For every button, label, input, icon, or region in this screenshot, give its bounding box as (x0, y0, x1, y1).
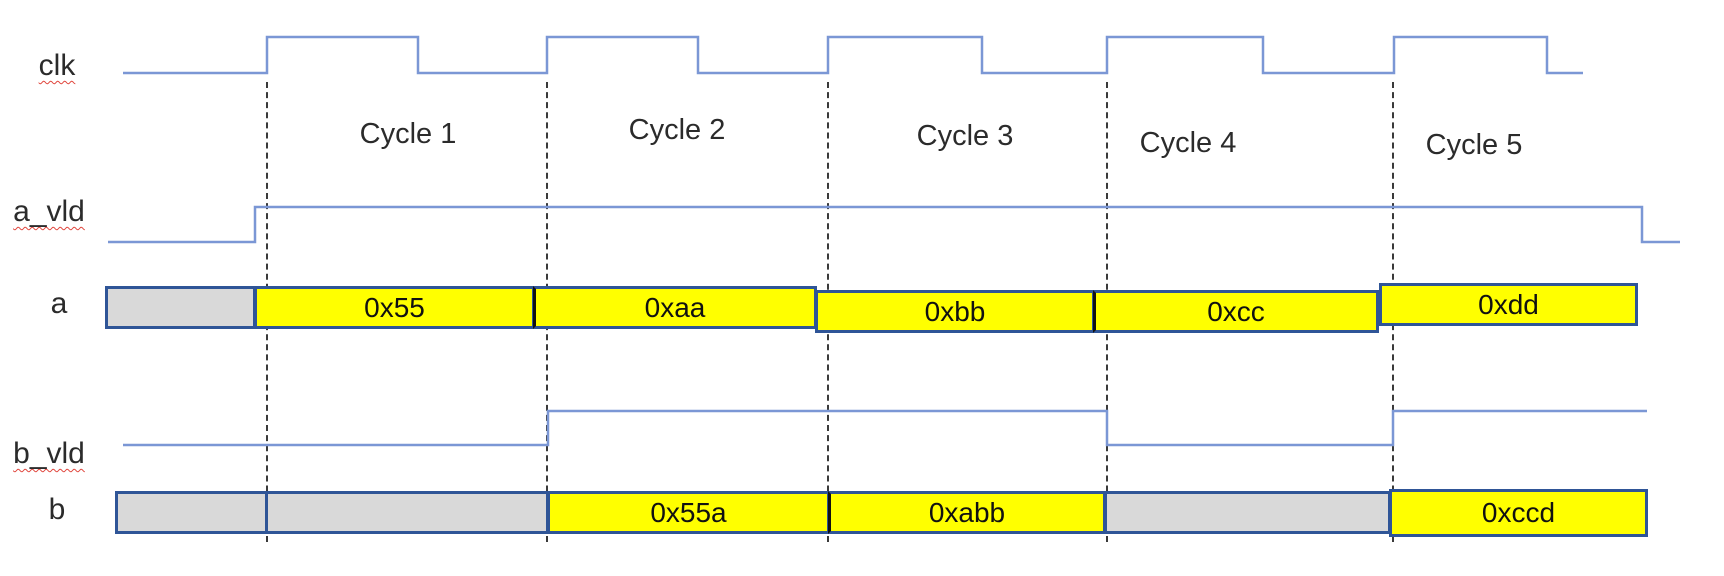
bus-a-value-4: 0xcc (1207, 295, 1265, 327)
bus-b-value-2: 0x55a (650, 496, 727, 528)
bus-a-value-2: 0xaa (644, 291, 706, 323)
clk-waveform (123, 35, 1583, 75)
bus-b-segment-0xabb: 0xabb (828, 491, 1106, 534)
cycle-label-4: Cycle 4 (1139, 127, 1237, 159)
cycle-label-1: Cycle 1 (359, 118, 457, 150)
bus-a-segment-0xcc: 0xcc (1093, 290, 1379, 333)
cycle-label-5: Cycle 5 (1425, 129, 1523, 161)
cycle-label-2: Cycle 2 (628, 114, 726, 146)
bus-a-segment-0x55: 0x55 (254, 286, 535, 329)
signal-label-b: b (48, 493, 66, 526)
bus-a-value-1: 0x55 (364, 291, 425, 323)
b-vld-waveform (123, 409, 1647, 447)
cycle-label-3: Cycle 3 (916, 120, 1014, 152)
bus-a-segment-0xbb: 0xbb (815, 290, 1095, 333)
bus-a-segment-unknown (105, 286, 256, 329)
bus-b-value-5: 0xccd (1481, 497, 1556, 528)
bus-b-segment-unknown-1 (115, 491, 268, 534)
bus-a-value-5: 0xdd (1478, 288, 1539, 320)
bus-a-segment-0xdd: 0xdd (1379, 283, 1638, 326)
bus-b-segment-0x55a: 0x55a (547, 491, 830, 534)
signal-label-a: a (50, 287, 68, 320)
bus-a-value-3: 0xbb (924, 295, 986, 327)
bus-b-value-3: 0xabb (928, 496, 1006, 528)
bus-b-segment-0xccd: 0xccd (1389, 489, 1648, 537)
signal-label-b-vld: b_vld (13, 437, 85, 470)
a-vld-waveform (108, 205, 1680, 244)
signal-label-a-vld: a_vld (13, 195, 85, 228)
bus-a-segment-0xaa: 0xaa (533, 286, 817, 329)
bus-b-segment-unknown-3 (1104, 491, 1391, 534)
signal-label-clk: clk (38, 49, 76, 82)
bus-b-segment-unknown-2 (265, 491, 549, 534)
